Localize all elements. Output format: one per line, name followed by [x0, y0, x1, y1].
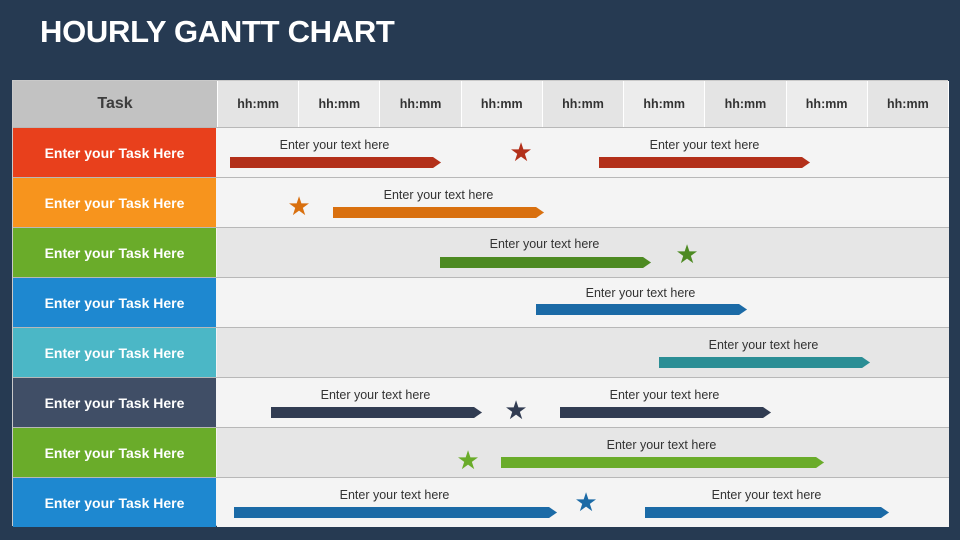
- task-bar[interactable]: [333, 207, 544, 218]
- milestone-star-icon[interactable]: ★: [675, 240, 699, 270]
- bar-text[interactable]: Enter your text here: [489, 237, 600, 251]
- task-row: Enter your Task Here Enter your text her…: [13, 377, 949, 427]
- page-title: HOURLY GANTT CHART: [40, 14, 395, 49]
- milestone-star-icon[interactable]: ★: [574, 488, 598, 518]
- task-lane: ★ Enter your text here: [217, 178, 949, 227]
- hour-header: hh:mm: [218, 81, 300, 127]
- task-column-header: Task: [13, 81, 218, 127]
- task-row: Enter your Task Here Enter your text her…: [13, 227, 949, 277]
- milestone-star-icon[interactable]: ★: [504, 396, 528, 426]
- task-bar[interactable]: [234, 507, 557, 518]
- bar-text[interactable]: Enter your text here: [708, 338, 819, 352]
- bar-text[interactable]: Enter your text here: [383, 188, 494, 202]
- bar-text[interactable]: Enter your text here: [606, 438, 717, 452]
- milestone-star-icon[interactable]: ★: [509, 138, 533, 168]
- hour-header: hh:mm: [461, 81, 543, 127]
- task-bar[interactable]: [659, 357, 870, 368]
- task-label[interactable]: Enter your Task Here: [13, 278, 216, 327]
- task-lane: Enter your text here: [217, 278, 949, 327]
- task-row: Enter your Task Here ★ Enter your text h…: [13, 177, 949, 227]
- bar-text[interactable]: Enter your text here: [320, 388, 431, 402]
- task-row: Enter your Task Here Enter your text her…: [13, 127, 949, 177]
- bar-text[interactable]: Enter your text here: [339, 488, 450, 502]
- task-bar[interactable]: [440, 257, 651, 268]
- bar-text[interactable]: Enter your text here: [279, 138, 390, 152]
- task-lane: Enter your text here ★: [217, 428, 949, 477]
- task-row: Enter your Task Here Enter your text her…: [13, 477, 949, 527]
- hour-header: hh:mm: [380, 81, 462, 127]
- bar-text[interactable]: Enter your text here: [711, 488, 822, 502]
- task-row: Enter your Task Here Enter your text her…: [13, 277, 949, 327]
- task-row: Enter your Task Here Enter your text her…: [13, 327, 949, 377]
- task-label[interactable]: Enter your Task Here: [13, 128, 216, 177]
- task-lane: Enter your text here ★ Enter your text h…: [217, 378, 949, 427]
- task-lane: Enter your text here ★ Enter your text h…: [217, 128, 949, 177]
- hour-header: hh:mm: [299, 81, 381, 127]
- milestone-star-icon[interactable]: ★: [456, 446, 480, 476]
- milestone-star-icon[interactable]: ★: [287, 192, 311, 222]
- hour-header: hh:mm: [786, 81, 868, 127]
- task-bar[interactable]: [536, 304, 747, 315]
- task-lane: Enter your text here ★: [217, 228, 949, 277]
- hour-header: hh:mm: [624, 81, 706, 127]
- gantt-chart: Task hh:mm hh:mm hh:mm hh:mm hh:mm hh:mm…: [12, 80, 949, 527]
- task-lane: Enter your text here: [217, 328, 949, 377]
- task-label[interactable]: Enter your Task Here: [13, 228, 216, 277]
- task-bar[interactable]: [501, 457, 824, 468]
- task-bar[interactable]: [599, 157, 810, 168]
- hour-header: hh:mm: [705, 81, 787, 127]
- task-lane: Enter your text here ★ Enter your text h…: [217, 478, 949, 527]
- hour-headers: hh:mm hh:mm hh:mm hh:mm hh:mm hh:mm hh:m…: [218, 81, 949, 127]
- bar-text[interactable]: Enter your text here: [609, 388, 720, 402]
- task-bar[interactable]: [645, 507, 889, 518]
- hour-header: hh:mm: [867, 81, 949, 127]
- hour-header: hh:mm: [542, 81, 625, 127]
- task-label[interactable]: Enter your Task Here: [13, 478, 216, 527]
- task-row: Enter your Task Here Enter your text her…: [13, 427, 949, 477]
- task-bar[interactable]: [271, 407, 482, 418]
- task-label[interactable]: Enter your Task Here: [13, 328, 216, 377]
- task-bar[interactable]: [560, 407, 771, 418]
- task-bar[interactable]: [230, 157, 441, 168]
- task-label[interactable]: Enter your Task Here: [13, 378, 216, 427]
- task-label[interactable]: Enter your Task Here: [13, 428, 216, 477]
- bar-text[interactable]: Enter your text here: [649, 138, 760, 152]
- header-row: Task hh:mm hh:mm hh:mm hh:mm hh:mm hh:mm…: [13, 81, 949, 127]
- task-label[interactable]: Enter your Task Here: [13, 178, 216, 227]
- bar-text[interactable]: Enter your text here: [585, 286, 696, 300]
